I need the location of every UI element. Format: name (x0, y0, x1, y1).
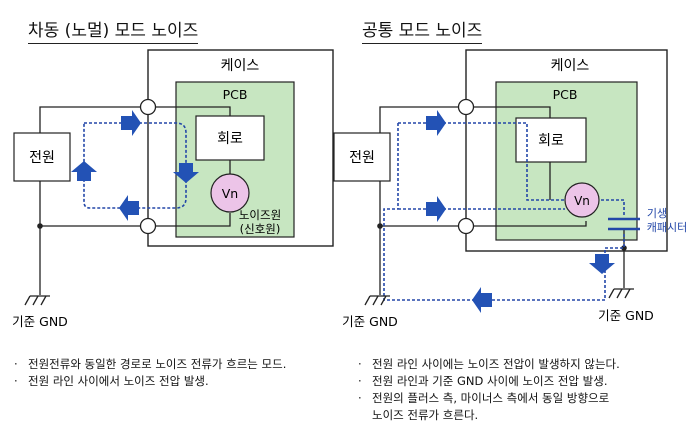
right-note-item: 노이즈 전류가 흐른다. (372, 408, 479, 422)
right-ground-symbol-right (608, 288, 634, 299)
right-ground-label-right: 기준 GND (598, 308, 654, 323)
left-terminal-bottom (139, 217, 157, 235)
left-title: 차동 (노멀) 모드 노이즈 (28, 16, 199, 44)
right-capacitor-caption: 기생 (647, 207, 667, 220)
right-notes: ·전원 라인 사이에는 노이즈 전압이 발생하지 않는다. ·전원 라인과 기준… (358, 356, 620, 424)
right-capacitor-dot (621, 245, 627, 251)
left-ground-label: 기준 GND (12, 314, 68, 329)
right-pcb-label: PCB (553, 87, 578, 102)
left-pcb-label: PCB (223, 87, 248, 102)
left-arrow-down (173, 163, 199, 183)
right-terminal-top (457, 98, 475, 116)
left-notes: ·전원전류와 동일한 경로로 노이즈 전류가 흐르는 모드. ·전원 라인 사이… (14, 356, 286, 390)
right-case-label: 케이스 (551, 58, 590, 74)
right-junction-dot (377, 223, 383, 229)
right-arrow-down (589, 254, 615, 274)
left-noise-source-symbol: Vn (222, 186, 238, 201)
left-power-label: 전원 (29, 150, 55, 166)
right-note-item: ·전원 라인과 기준 GND 사이에 노이즈 전압 발생. (358, 374, 608, 388)
right-power-label: 전원 (349, 150, 375, 166)
right-ground-label-left: 기준 GND (342, 314, 398, 329)
left-note-item: ·전원전류와 동일한 경로로 노이즈 전류가 흐르는 모드. (14, 357, 287, 371)
right-note-item: ·전원 라인 사이에는 노이즈 전압이 발생하지 않는다. (358, 357, 620, 371)
right-arrow-top (426, 110, 446, 136)
right-capacitor-caption-sub: 캐패시터 (647, 221, 687, 234)
left-diagram: 케이스 PCB 회로 전원 Vn (12, 49, 334, 329)
right-parasitic-capacitor (608, 217, 640, 231)
left-terminal-top (139, 98, 157, 116)
left-arrow-top-right (121, 110, 141, 136)
right-noise-paths (383, 122, 625, 301)
left-circuit-label: 회로 (217, 131, 243, 147)
left-junction-dot (37, 223, 43, 229)
right-diagram: 케이스 PCB 회로 전원 (333, 49, 687, 329)
right-arrow-left (472, 287, 492, 313)
right-note-item: ·전원의 플러스 측, 마이너스 측에서 동일 방향으로 (358, 391, 610, 405)
right-terminal-bottom (457, 217, 475, 235)
right-noise-source (564, 182, 600, 218)
left-arrow-up (71, 161, 97, 181)
left-noise-source (210, 173, 250, 213)
right-title: 공통 모드 노이즈 (362, 16, 483, 44)
left-note-item: ·전원 라인 사이에서 노이즈 전압 발생. (14, 374, 209, 388)
left-case-label: 케이스 (221, 58, 260, 74)
left-ground-symbol (24, 295, 50, 306)
right-ground-symbol-left (364, 295, 390, 306)
left-noise-source-caption: 노이즈원 (239, 208, 281, 222)
right-arrow-middle (426, 196, 446, 222)
left-power-box (13, 132, 71, 182)
left-arrow-bottom-left (119, 195, 139, 221)
left-noise-loop (83, 122, 187, 209)
right-noise-source-symbol: Vn (574, 194, 590, 208)
right-power-box (333, 132, 391, 182)
right-circuit-label: 회로 (538, 133, 564, 149)
left-noise-source-caption-sub: (신호원) (240, 222, 281, 236)
